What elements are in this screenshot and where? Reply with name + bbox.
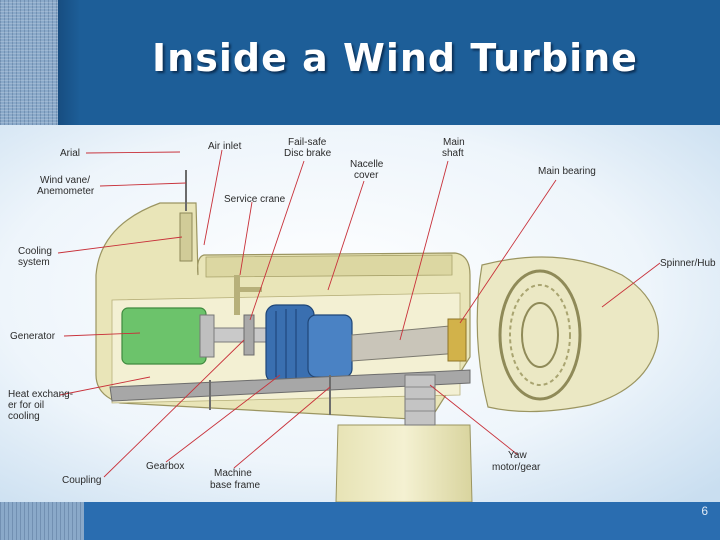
yaw-drive [405, 375, 435, 425]
label-disc-brake: Disc brake [284, 148, 332, 159]
slide-title: Inside a Wind Turbine [0, 36, 720, 80]
label-gearbox: Gearbox [146, 461, 184, 472]
label-nacelle: Nacelle [350, 159, 384, 170]
label-anemometer: Anemometer [37, 186, 95, 197]
generator [122, 308, 206, 364]
label-generator: Generator [10, 331, 56, 342]
page-number: 6 [701, 502, 708, 520]
gearbox-body [308, 315, 352, 377]
label-base-frame: base frame [210, 480, 260, 491]
label-cover: cover [354, 170, 379, 181]
label-machine: Machine [214, 468, 252, 479]
footer-band [84, 502, 720, 540]
decorative-footer-stripe [0, 502, 84, 540]
label-wind-vane: Wind vane/ [40, 175, 90, 186]
label-coupling: Coupling [62, 475, 101, 486]
label-fail-safe: Fail-safe [288, 137, 327, 148]
label-arial: Arial [60, 148, 80, 159]
label-main-bearing: Main bearing [538, 166, 596, 177]
disc-brake [244, 315, 254, 355]
label-shaft: shaft [442, 148, 464, 159]
generator-end [200, 315, 214, 357]
label-spinner-hub: Spinner/Hub [660, 258, 716, 269]
service-crane-post [234, 275, 240, 315]
gearbox-front [266, 305, 314, 383]
label-cooling: Cooling [18, 246, 52, 257]
label-motor-gear: motor/gear [492, 462, 541, 473]
label-heat-exchanger-1: Heat exchang- [8, 389, 73, 400]
label-main: Main [443, 137, 465, 148]
service-crane-hook [240, 287, 262, 292]
main-bearing [448, 319, 466, 361]
coupling-shaft [214, 328, 268, 342]
label-heat-exchanger-3: cooling [8, 411, 40, 422]
label-heat-exchanger-2: er for oil [8, 400, 44, 411]
label-system: system [18, 257, 50, 268]
label-air-inlet: Air inlet [208, 141, 242, 152]
label-service-crane: Service crane [224, 194, 286, 205]
label-yaw: Yaw [508, 450, 527, 461]
tower [336, 425, 472, 502]
wind-turbine-diagram: Arial Wind vane/ Anemometer Cooling syst… [0, 125, 720, 502]
